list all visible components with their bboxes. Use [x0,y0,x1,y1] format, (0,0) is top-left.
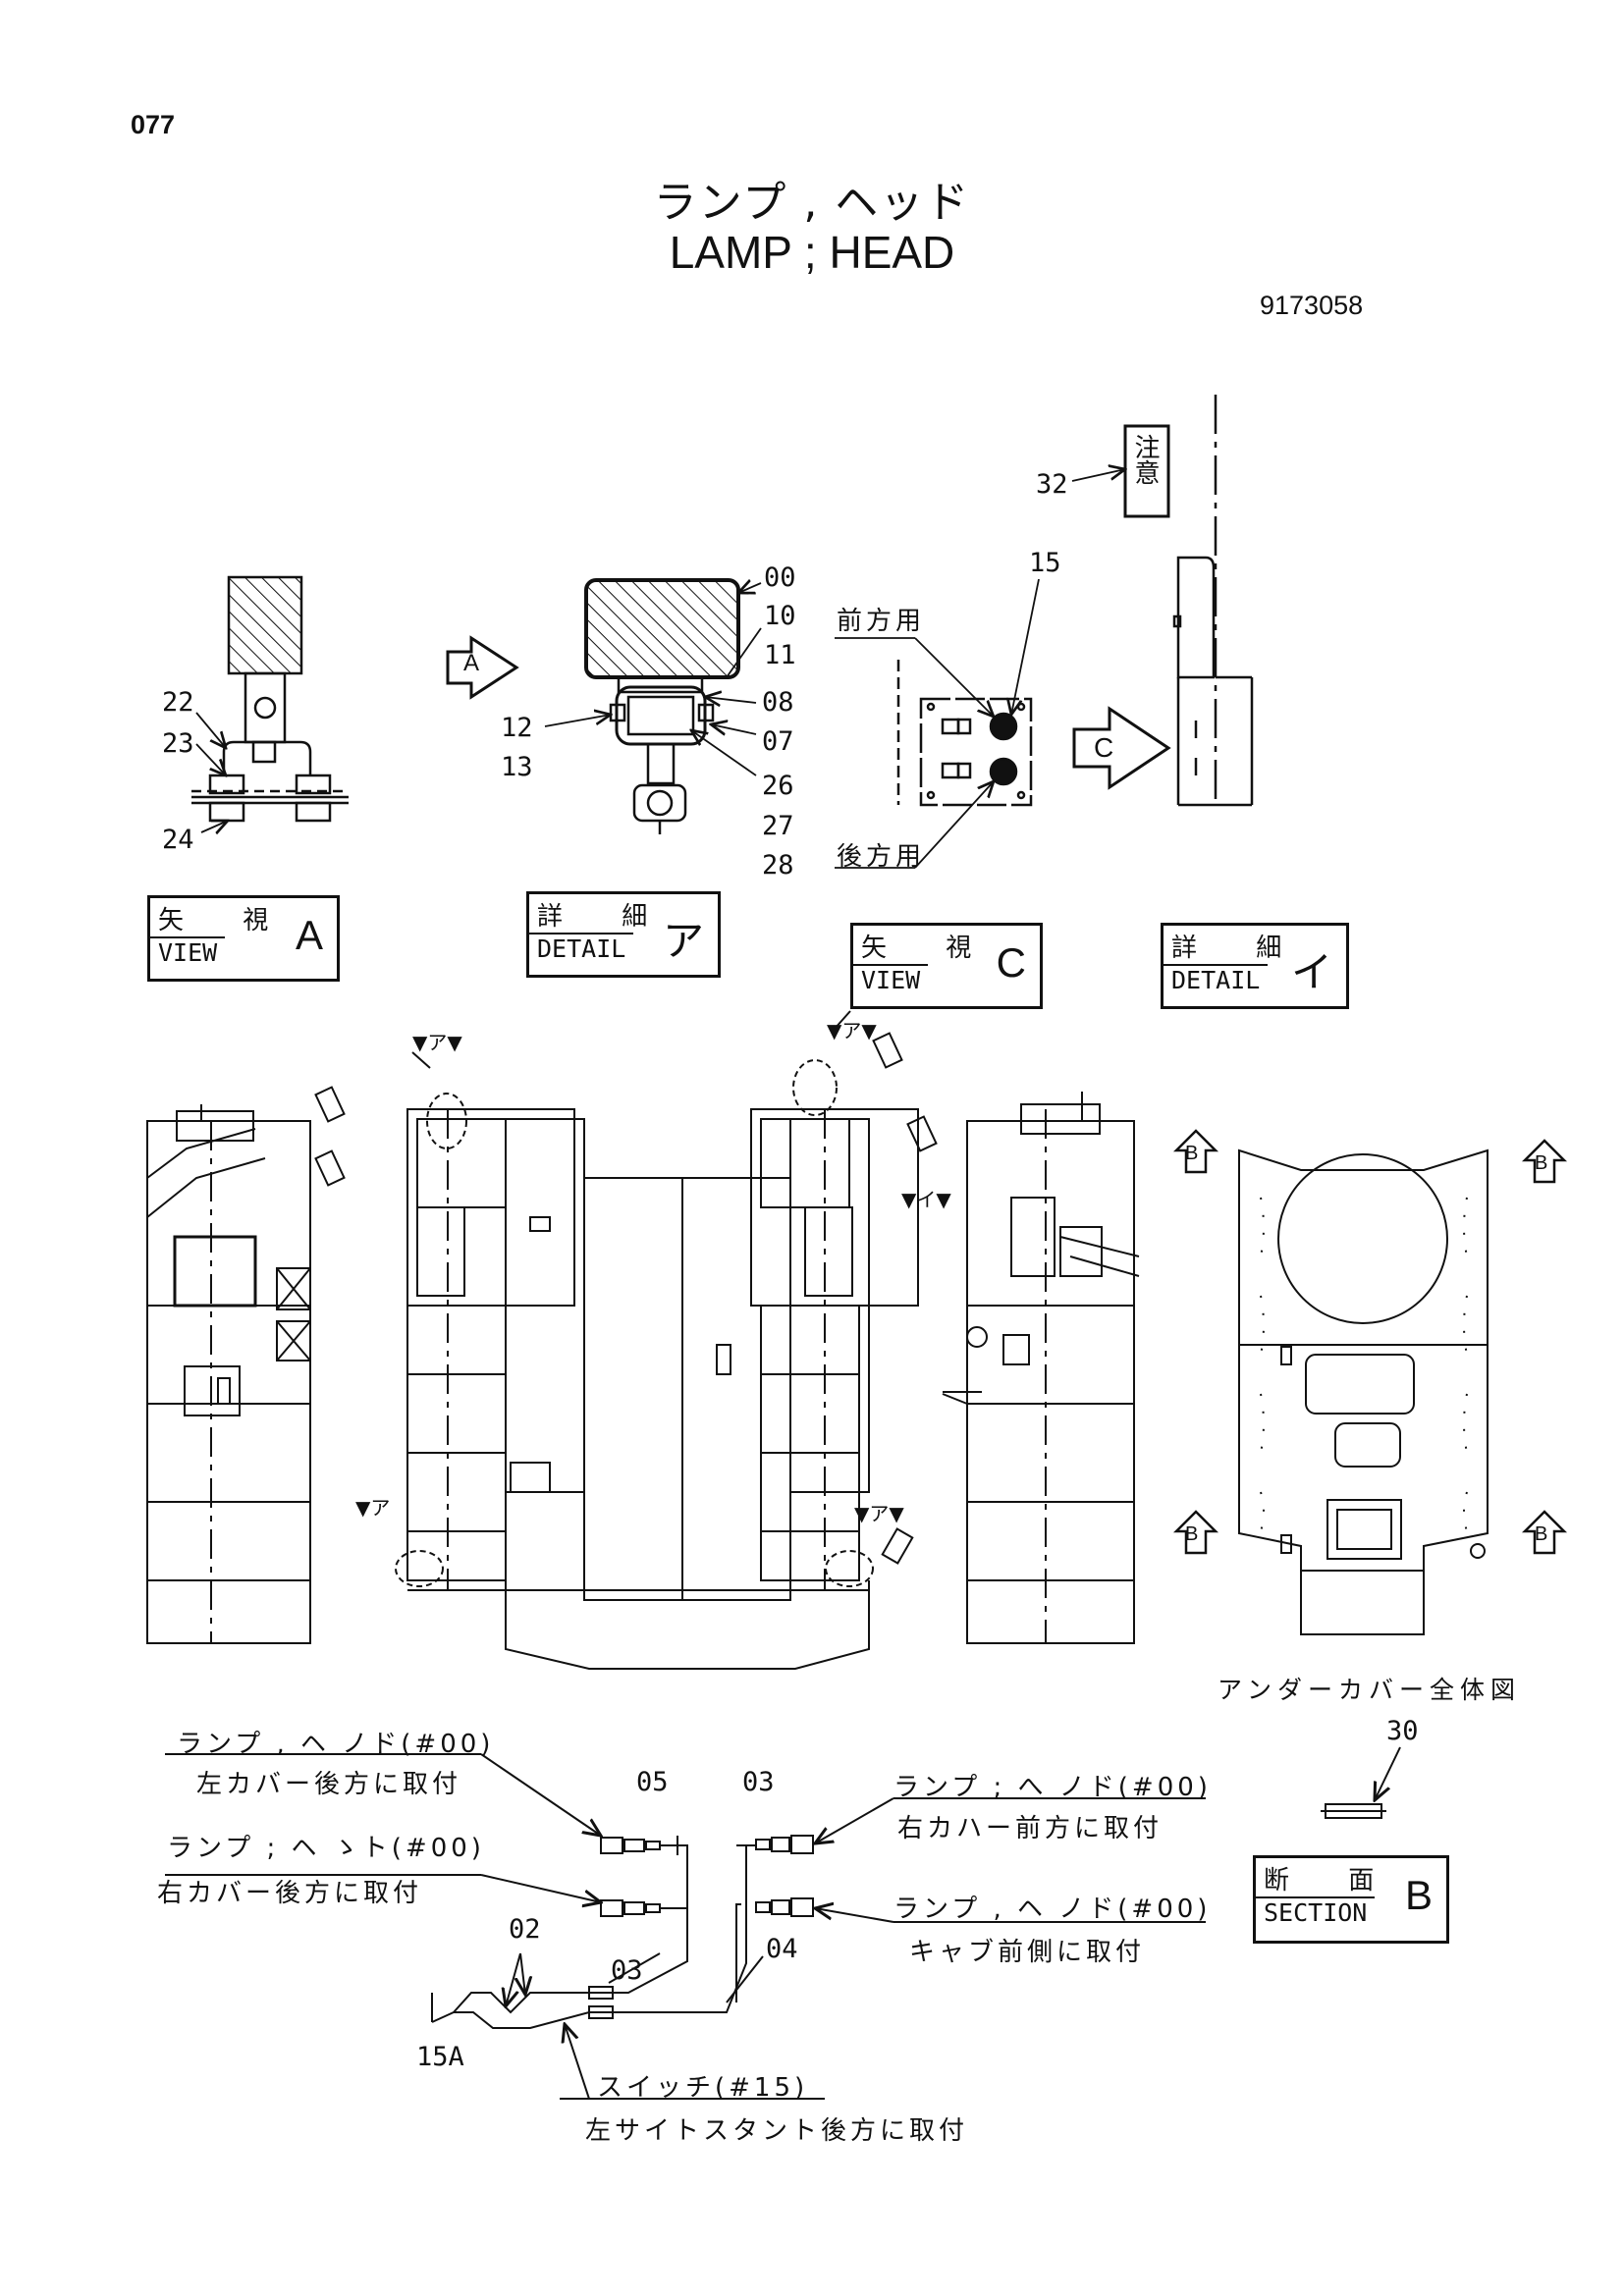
view-c-en: VIEW [853,964,929,994]
view-a-letter: A [295,912,323,958]
wiring-harness [165,1746,1401,2100]
lamp-detail-a [584,578,740,834]
section-b-en: SECTION [1256,1896,1376,1927]
callout-03-bottom: 03 [611,1955,643,1986]
view-a-box: 矢 視 VIEW A [147,895,340,982]
callout-30: 30 [1386,1716,1419,1746]
section-b-marker-3: B [1185,1523,1199,1545]
callout-32: 32 [1036,469,1068,500]
detail-a-jp: 詳 細 [537,902,674,932]
section-b-marker-1: B [1185,1143,1199,1164]
detail-i-jp: 詳 細 [1171,934,1308,963]
section-b-marker-4: B [1535,1523,1548,1545]
callout-15a: 15A [416,2042,464,2072]
wiring-note-left-mid-1: ランプ ; ヘ ゝト(#00) [167,1834,485,1863]
leader-lines-view-a [195,712,228,832]
callout-12: 12 [501,713,533,743]
leader-32 [1071,469,1125,482]
view-a-jp: 矢 視 [158,906,295,935]
section-b-box: 断 面 SECTION B [1253,1855,1449,1944]
detail-a-letter: ア [662,918,704,964]
callout-13: 13 [501,752,533,782]
view-c-box: 矢 視 VIEW C [850,923,1043,1009]
wiring-note-left-top-1: ランプ , ヘ ノド(#00) [177,1730,495,1759]
detail-marker-a-1: ▼ア▼ [412,1031,462,1054]
callout-00: 00 [764,562,796,593]
detail-marker-i: ▼イ▼ [901,1188,951,1211]
callout-22: 22 [162,687,194,718]
rear-use-note: 後方用 [837,842,926,872]
callout-11: 11 [764,640,796,670]
detail-i-box: 詳 細 DETAIL イ [1161,923,1349,1009]
detail-i-en: DETAIL [1164,964,1269,994]
callout-27: 27 [762,811,794,841]
wiring-note-switch-1: スイッチ(#15) [597,2073,809,2103]
detail-marker-a-2: ▼ア▼ [827,1019,877,1042]
machine-right-side [942,1092,1140,1644]
detail-a-box: 詳 細 DETAIL ア [526,891,721,978]
callout-26: 26 [762,771,794,801]
callout-10: 10 [764,601,796,631]
callout-23: 23 [162,728,194,759]
section-b-letter: B [1404,1872,1433,1918]
machine-left-side [146,1104,311,1644]
title-japanese: ランプ , ヘッド [653,178,971,228]
detail-marker-a-3: ▼ア [355,1496,391,1520]
title-english: LAMP ; HEAD [669,227,955,278]
page-number: 077 [131,110,176,139]
wiring-note-right-top-1: ランプ ; へ ノド(#00) [893,1773,1212,1802]
leader-lines-detail-a [544,583,762,776]
callout-04: 04 [766,1934,798,1964]
view-a-en: VIEW [150,936,226,967]
wiring-note-switch-2: 左サイトスタント後方に取付 [585,2116,969,2146]
caution-label: 注意 [1130,434,1160,485]
arrow-a-letter: A [463,650,480,676]
callout-03-top: 03 [742,1767,775,1797]
machine-center [314,1010,938,1670]
view-a-arrow [446,635,519,700]
arrow-c-letter: C [1094,732,1114,763]
wiring-note-left-top-2: 左カバー後方に取付 [196,1770,462,1799]
detail-marker-a-4: ▼ア▼ [854,1502,904,1525]
callout-05: 05 [636,1767,669,1797]
lamp-view-a [191,575,349,823]
callout-28: 28 [762,850,794,881]
undercover-caption: アンダーカバー全体図 [1218,1676,1522,1704]
section-b-markers [1172,1129,1568,1555]
callout-08: 08 [762,687,794,718]
callout-07: 07 [762,726,794,757]
callout-02: 02 [509,1914,541,1945]
wiring-note-right-mid-2: キャブ前側に取付 [909,1938,1146,1967]
detail-i [1123,395,1254,807]
wiring-note-left-mid-2: 右カバー後方に取付 [157,1879,423,1908]
callout-15: 15 [1029,548,1061,578]
front-use-note: 前方用 [837,607,926,636]
section-b-jp: 断 面 [1264,1866,1400,1896]
leader-lines-view-c [835,578,1040,869]
part-number: 9173058 [1260,291,1364,320]
wiring-note-right-top-2: 右カハー前方に取付 [897,1814,1164,1843]
view-c-arrow [1072,706,1171,790]
detail-i-letter: イ [1290,949,1332,995]
view-c-jp: 矢 視 [861,934,998,963]
undercover-overall [1238,1148,1489,1635]
view-c-letter: C [996,939,1026,986]
detail-a-en: DETAIL [529,933,634,963]
panel-view-c [896,660,1033,807]
callout-24: 24 [162,825,194,855]
wiring-note-right-mid-1: ランプ , ヘ ノド(#00) [893,1895,1212,1924]
section-b-marker-2: B [1535,1152,1548,1174]
